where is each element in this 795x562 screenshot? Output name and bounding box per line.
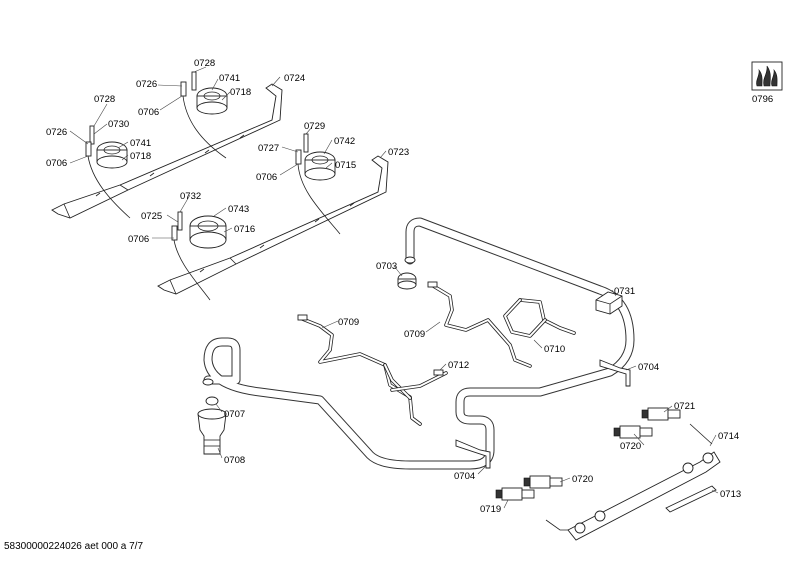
label-0743: 0743 (228, 204, 249, 215)
label-0718-b: 0718 (130, 151, 151, 162)
label-0741-b: 0741 (130, 138, 151, 149)
bar-0713 (665, 485, 717, 513)
flame-symbol-icon (751, 61, 783, 91)
burner-rail-0723 (157, 155, 389, 295)
label-0707: 0707 (224, 409, 245, 420)
label-0709-b: 0709 (404, 329, 425, 340)
bracket-0731 (595, 291, 623, 315)
label-0706-c: 0706 (256, 172, 277, 183)
label-0732: 0732 (180, 191, 201, 202)
label-0719: 0719 (480, 504, 501, 515)
label-0727: 0727 (258, 143, 279, 154)
label-0729: 0729 (304, 121, 325, 132)
label-0704-b: 0704 (454, 471, 475, 482)
burner-head-0743 (189, 215, 227, 249)
pipe-clip-0704-left (455, 439, 491, 469)
burner-head-0741-top (196, 87, 228, 115)
label-0730: 0730 (108, 119, 129, 130)
label-0728-b: 0728 (94, 94, 115, 105)
label-0706-d: 0706 (128, 234, 149, 245)
label-0723: 0723 (388, 147, 409, 158)
label-0724: 0724 (284, 73, 305, 84)
burner-head-0741-left (96, 141, 128, 169)
leader-lines (69, 66, 719, 509)
fuel-tubes (297, 281, 576, 426)
pipe-clip-0704-right (599, 359, 631, 387)
burner-head-0742 (304, 151, 336, 181)
label-0721: 0721 (674, 401, 695, 412)
label-0728: 0728 (194, 58, 215, 69)
label-0720: 0720 (620, 441, 641, 452)
label-0706: 0706 (138, 107, 159, 118)
label-0720-b: 0720 (572, 474, 593, 485)
label-0713: 0713 (720, 489, 741, 500)
label-0726: 0726 (136, 79, 157, 90)
label-0708: 0708 (224, 455, 245, 466)
label-0742: 0742 (334, 136, 355, 147)
label-0726-b: 0726 (46, 127, 67, 138)
label-0709: 0709 (338, 317, 359, 328)
main-gas-pipe (202, 217, 635, 470)
valve-manifold-0714 (545, 423, 721, 541)
label-0704: 0704 (638, 362, 659, 373)
label-0710: 0710 (544, 344, 565, 355)
label-0741: 0741 (219, 73, 240, 84)
ignition-plugs (85, 71, 341, 301)
gas-valves (495, 407, 681, 501)
nut-0703 (397, 272, 417, 290)
label-0706-b: 0706 (46, 158, 67, 169)
document-number: 58300000224026 aet 000 a 7/7 (4, 541, 144, 552)
label-0725: 0725 (141, 211, 162, 222)
label-0703: 0703 (376, 261, 397, 272)
label-0712: 0712 (448, 360, 469, 371)
label-0796: 0796 (752, 94, 773, 105)
burner-rail-0724 (51, 83, 283, 219)
part-labels: 0728 0726 0741 0724 0706 0718 0728 0730 … (46, 58, 773, 515)
label-0714: 0714 (718, 431, 739, 442)
label-0718: 0718 (230, 87, 251, 98)
label-0731: 0731 (614, 286, 635, 297)
label-0715: 0715 (335, 160, 356, 171)
connector-0707-0708 (197, 396, 227, 455)
label-0716: 0716 (234, 224, 255, 235)
